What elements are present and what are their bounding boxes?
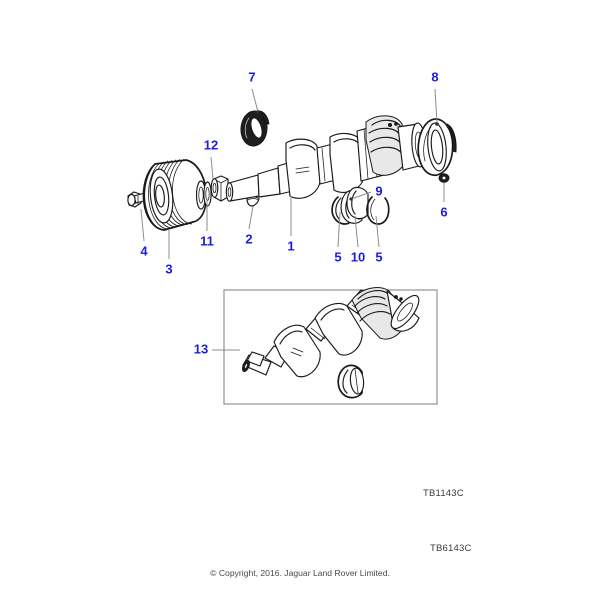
part-dowel-pin — [438, 173, 450, 183]
callout-1: 1 — [287, 238, 294, 253]
part-pulley-washer — [195, 180, 212, 210]
part-crankshaft-nut — [210, 175, 229, 202]
main-exploded-assembly — [127, 110, 457, 231]
callout-3: 3 — [165, 261, 172, 276]
reference-codes: TB1143C TB6143C — [423, 488, 472, 554]
callout-12: 12 — [204, 137, 218, 152]
thrust-washer-right — [366, 196, 390, 225]
callout-11: 11 — [200, 233, 214, 248]
reference-code-lower: TB6143C — [430, 543, 472, 554]
callout-7: 7 — [248, 69, 255, 84]
part-crankshaft — [225, 115, 427, 202]
callout-2: 2 — [245, 231, 252, 246]
thrust-washer-left — [331, 196, 350, 225]
inset-bearing-shell — [337, 364, 365, 399]
callout-9: 9 — [375, 183, 382, 198]
part-rear-oil-seal — [417, 118, 457, 176]
callout-13: 13 — [194, 341, 208, 356]
callout-5b: 5 — [375, 249, 382, 264]
callout-8: 8 — [431, 69, 438, 84]
inset-crankshaft-assembly — [212, 287, 438, 405]
callout-labels: 1 2 3 4 5 5 6 7 8 9 10 11 12 13 — [140, 69, 447, 356]
inset-crankshaft-drawing — [242, 287, 420, 399]
bearing-shell-upper — [346, 186, 369, 220]
callout-6: 6 — [440, 204, 447, 219]
callout-10: 10 — [351, 249, 365, 264]
copyright-notice: © Copyright, 2016. Jaguar Land Rover Lim… — [210, 568, 390, 578]
callout-4: 4 — [140, 243, 148, 258]
part-crankshaft-pulley-damper — [142, 159, 208, 231]
callout-5: 5 — [334, 249, 341, 264]
part-front-oil-seal — [240, 110, 270, 147]
reference-code-upper: TB1143C — [423, 488, 464, 499]
leader-lines — [140, 88, 445, 259]
